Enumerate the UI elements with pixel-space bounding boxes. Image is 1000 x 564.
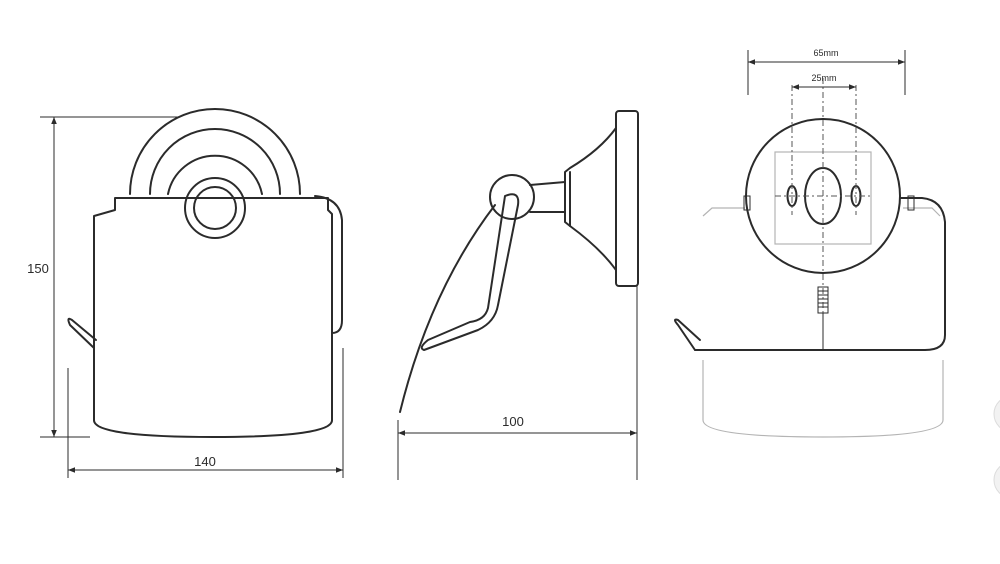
height-dimension: 150 — [26, 116, 180, 438]
width-label: 140 — [194, 454, 216, 469]
front-view — [67, 108, 343, 438]
roll-hook — [67, 317, 97, 349]
scroll-dot-1[interactable] — [993, 396, 1000, 432]
height-label: 150 — [27, 261, 49, 276]
hub-outer — [184, 177, 246, 239]
lid-profile — [399, 204, 496, 413]
rosette-outer-ring — [129, 108, 301, 195]
depth-dimension: 100 — [397, 286, 638, 480]
cover-lid — [92, 197, 334, 438]
side-knob — [489, 174, 535, 220]
arm-profile — [420, 193, 520, 351]
wall-plate — [615, 110, 639, 287]
width-dimension: 140 — [67, 348, 344, 478]
inner-spacing-dimension: 25mm — [792, 73, 856, 90]
outer-spacing-label: 65mm — [813, 48, 838, 58]
mounting-plate — [745, 118, 901, 274]
back-view — [674, 78, 946, 438]
outer-spacing-dimension: 65mm — [747, 48, 906, 95]
side-view — [399, 110, 639, 413]
depth-label: 100 — [502, 414, 524, 429]
inner-spacing-label: 25mm — [811, 73, 836, 83]
scroll-dot-2[interactable] — [993, 462, 1000, 498]
side-arm — [314, 195, 343, 334]
hub-inner — [193, 186, 237, 230]
back-arm — [694, 197, 946, 351]
